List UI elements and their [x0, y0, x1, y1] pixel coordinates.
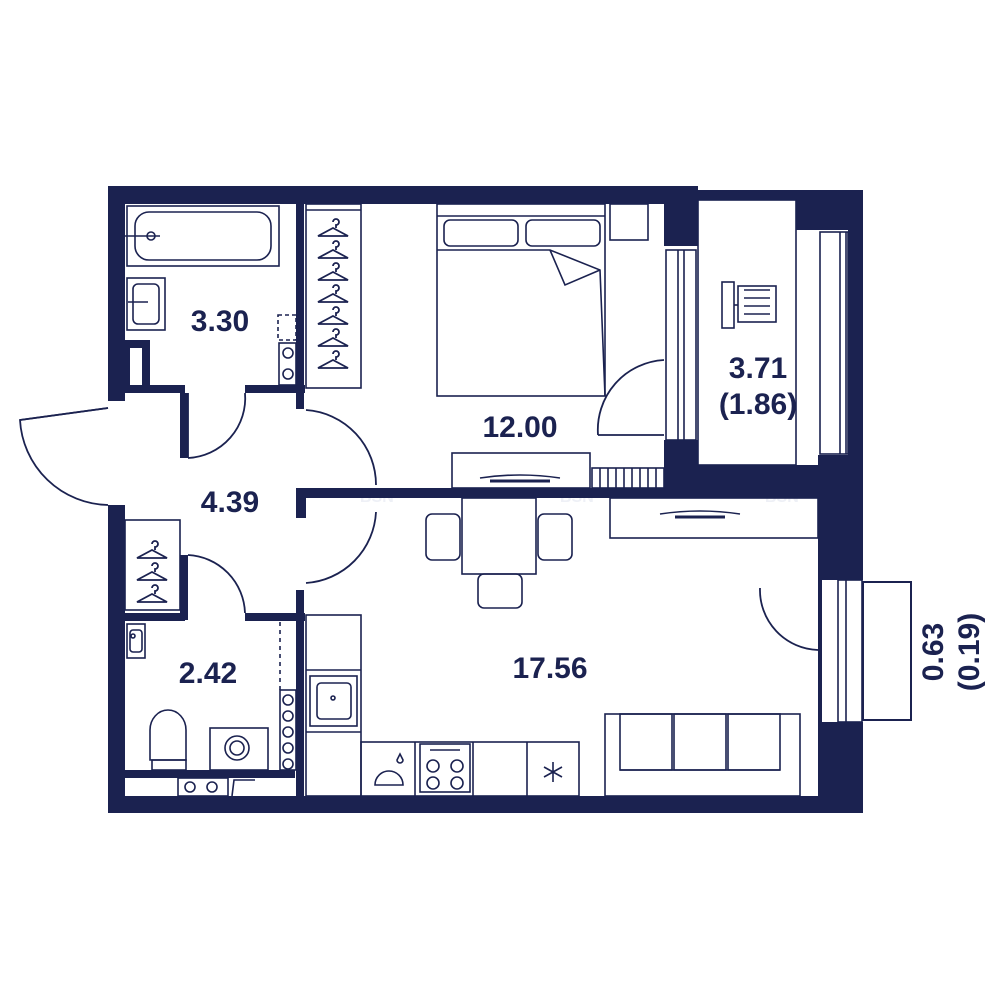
room-area-hallway: 4.39 — [201, 486, 259, 519]
stove-icon — [419, 743, 471, 793]
chair-icon — [425, 513, 573, 609]
walls — [108, 186, 863, 813]
wardrobe-icon — [124, 519, 181, 611]
radiator-icon — [591, 467, 665, 489]
wardrobe-icon — [305, 203, 362, 389]
tv-icon — [609, 497, 819, 539]
doors — [19, 359, 819, 651]
sink-icon — [126, 277, 166, 331]
watermarks: BSN BSN BSN RU RU — [360, 489, 837, 755]
nightstand — [609, 203, 649, 241]
room-area-toilet: 2.42 — [179, 657, 237, 690]
kitchen-counter — [305, 614, 580, 797]
washing-machine-icon — [209, 727, 269, 771]
room-area-balcony-reduced: (0.19) — [953, 613, 986, 691]
radiator-icon — [278, 342, 297, 386]
dishwasher-icon — [374, 752, 404, 786]
bed-icon — [436, 203, 606, 397]
room-area-bathroom: 3.30 — [191, 305, 249, 338]
deck-chair-icon — [721, 281, 777, 329]
bathtub-icon — [125, 205, 280, 267]
loggia-outline — [697, 199, 797, 466]
tv-icon — [451, 452, 591, 489]
table-icon — [461, 497, 537, 575]
sofa-icon — [604, 713, 801, 797]
cabinet — [277, 314, 297, 341]
sink-icon — [309, 675, 358, 727]
balcony-outline — [862, 581, 912, 721]
room-area-bedroom: 12.00 — [482, 411, 557, 444]
radiator-icon — [177, 689, 297, 797]
fridge-icon — [543, 762, 563, 782]
toilet-icon — [149, 709, 187, 771]
room-area-loggia-reduced: (1.86) — [719, 388, 797, 421]
area-labels: 3.30 4.39 2.42 12.00 17.56 3.71 (1.86) 0… — [179, 305, 986, 691]
room-area-loggia: 3.71 — [729, 352, 787, 385]
room-area-living: 17.56 — [512, 652, 587, 685]
room-area-balcony: 0.63 — [917, 623, 950, 681]
sink-icon — [126, 623, 146, 659]
